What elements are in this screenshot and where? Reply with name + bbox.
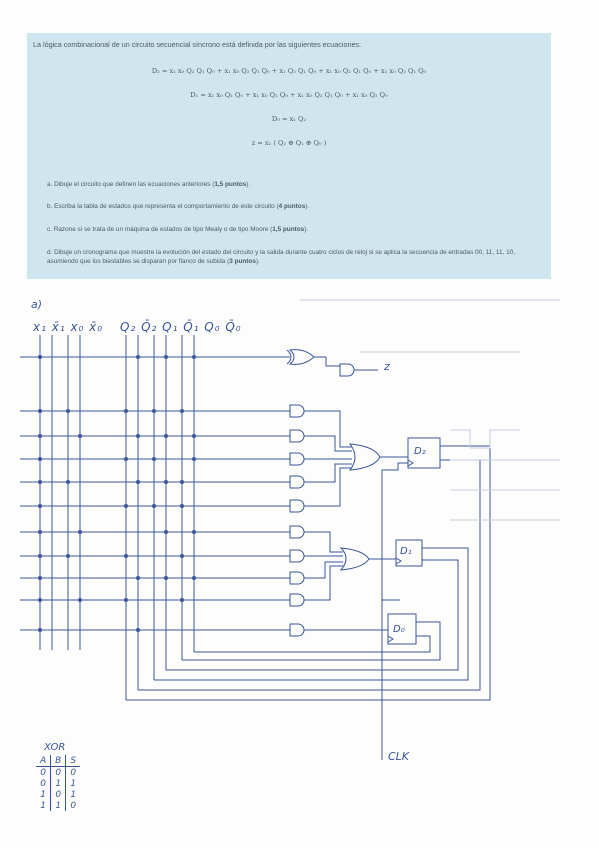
xor-title: XOR bbox=[44, 742, 66, 753]
item-a: a. Dibuje el circuito que definen las ec… bbox=[47, 181, 251, 188]
term-lines bbox=[20, 356, 290, 631]
table-row: 1 1 0 bbox=[36, 800, 80, 811]
ff-d0-label: D₀ bbox=[393, 624, 405, 635]
handwritten-states-label: Q₂ Q̄₂ Q₁ Q̄₁ Q₀ Q̄₀ bbox=[120, 320, 242, 334]
handwritten-inputs-label: x₁ x̄₁ x₀ x̄₀ bbox=[33, 320, 104, 334]
equation-d1: D₁ = x₁ x₀ Q₁ Q₀ + x₁ x₀ Q₂ Q₀ + x₁ x₀ Q… bbox=[190, 91, 388, 99]
ff-d2-label: D₂ bbox=[414, 446, 426, 457]
bleed-through bbox=[300, 299, 560, 521]
or-gates bbox=[304, 443, 408, 631]
flipflop-d0 bbox=[387, 613, 417, 645]
item-b: b. Escriba la tabla de estados que repre… bbox=[47, 203, 310, 210]
equation-z: z = x₁ ( Q₂ ⊕ Q₁ ⊕ Q₀ ) bbox=[251, 139, 327, 147]
flipflop-d2 bbox=[407, 437, 441, 469]
table-row: 0 1 1 bbox=[36, 778, 80, 789]
junction-dots bbox=[38, 355, 196, 632]
handwritten-a-mark: a) bbox=[31, 298, 43, 311]
clk-label: CLK bbox=[388, 750, 410, 763]
table-row: 0 0 0 bbox=[36, 766, 80, 778]
item-c: c. Razone si se trata de un máquina de e… bbox=[47, 226, 309, 233]
ff-d1-label: D₁ bbox=[400, 546, 412, 557]
input-bus bbox=[39, 335, 195, 700]
question-box: La lógica combinacional de un circuito s… bbox=[27, 33, 551, 279]
xor-gate bbox=[286, 349, 378, 371]
xor-header-a: A bbox=[36, 755, 52, 767]
equation-d2: D₂ = x₁ x₀ Q₂ Q₁ Q₀ + x₁ x₀ Q₂ Q₁ Q₀ + x… bbox=[151, 67, 427, 75]
xor-header-s: S bbox=[65, 755, 81, 767]
clock-wires bbox=[381, 462, 408, 760]
table-row: 1 0 1 bbox=[36, 789, 80, 800]
and-gates bbox=[289, 363, 355, 637]
xor-header-b: B bbox=[50, 755, 67, 767]
xor-truth-table: A B S 0 0 0 0 1 1 1 0 1 1 1 0 bbox=[36, 755, 81, 811]
and-or-wires bbox=[304, 410, 352, 601]
feedback-wires bbox=[126, 445, 491, 701]
handwritten-z-label: z bbox=[384, 360, 390, 373]
flipflop-d1 bbox=[395, 539, 423, 567]
equation-d0: D₀ = x₁ Q₂ bbox=[271, 115, 307, 123]
item-d: d. Dibuje un cronograma que muestre la e… bbox=[47, 249, 515, 265]
intro-text: La lógica combinacional de un circuito s… bbox=[33, 40, 362, 49]
